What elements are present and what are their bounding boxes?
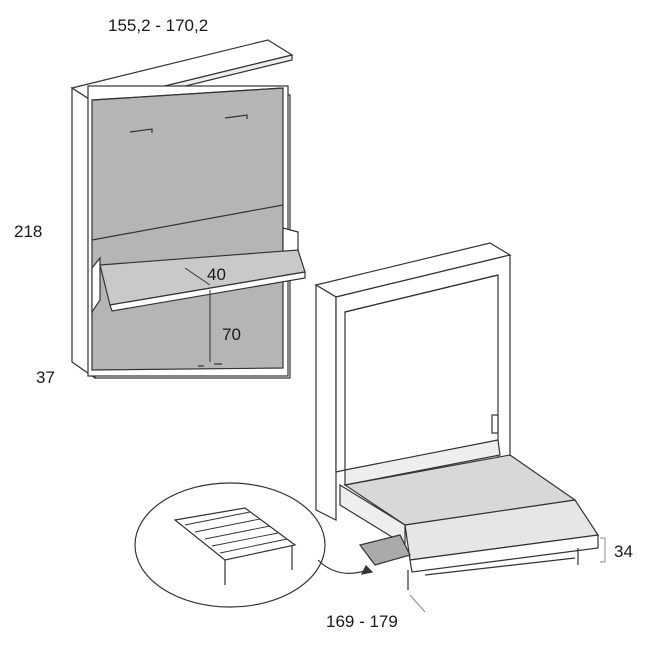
dimension-lines — [409, 537, 606, 613]
bed-height-label: 34 — [614, 542, 633, 561]
desk-height-label: 70 — [222, 325, 241, 344]
width-closed-label: 155,2 - 170,2 — [108, 16, 209, 35]
desk-depth-label: 40 — [207, 265, 226, 284]
depth-closed-label: 37 — [36, 368, 55, 387]
length-open-label: 169 - 179 — [326, 612, 398, 631]
height-label: 218 — [14, 222, 43, 241]
open-bed-cabinet — [314, 242, 600, 590]
closed-cabinet-with-desk — [70, 39, 306, 380]
bed-base-detail-inset — [134, 482, 374, 608]
